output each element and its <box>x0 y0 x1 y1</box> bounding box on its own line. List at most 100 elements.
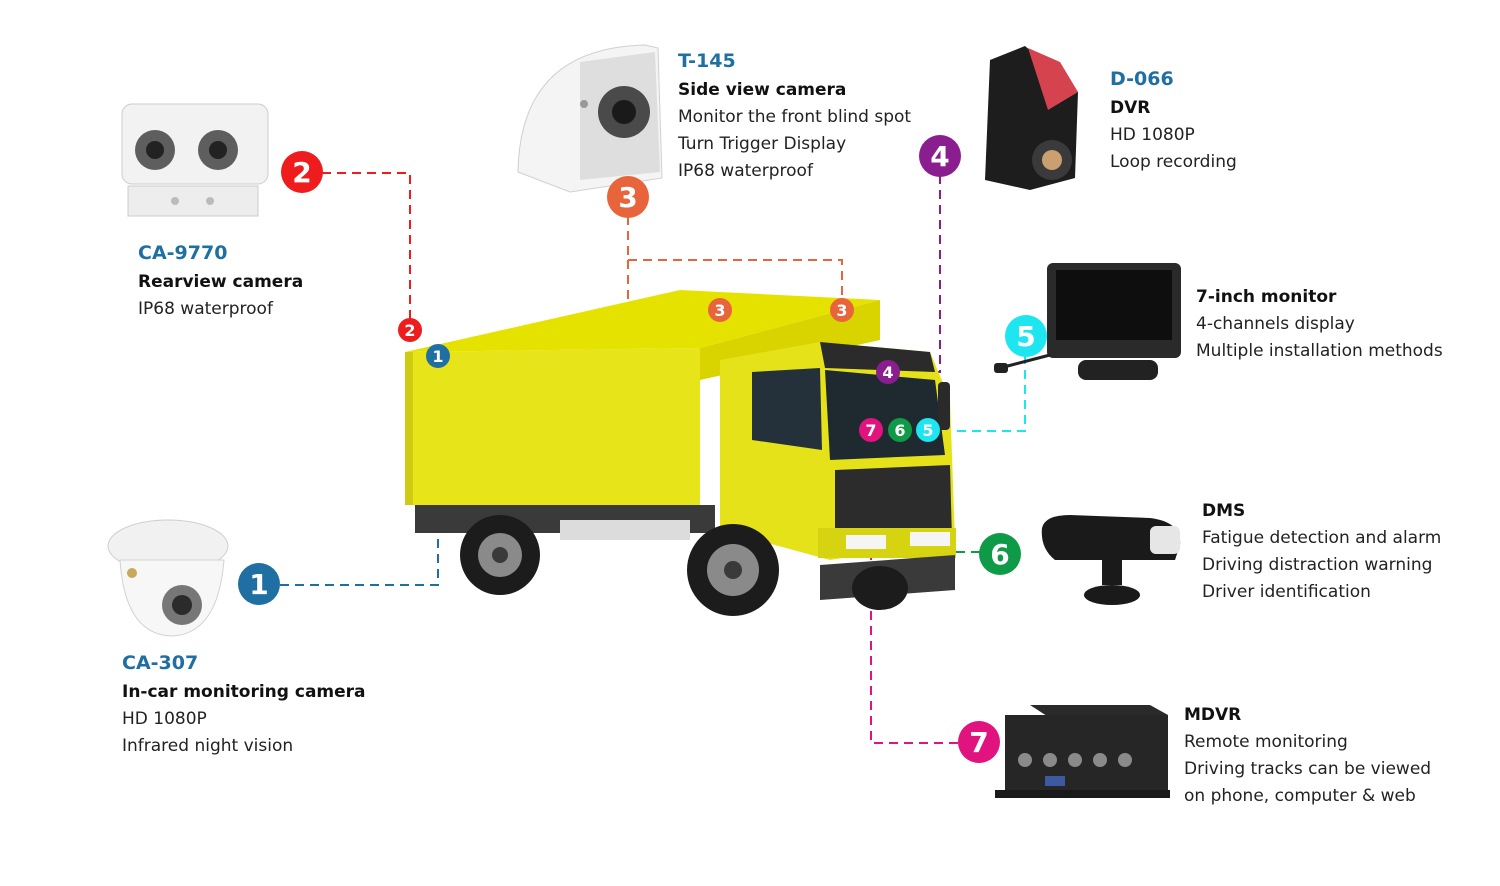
device-label-3: T-145 Side view camera Monitor the front… <box>678 48 911 185</box>
number-badge-7: 7 <box>859 418 883 442</box>
number-badge-6: 6 <box>888 418 912 442</box>
number-badge-3: 3 <box>708 298 732 322</box>
number-badge-7: 7 <box>958 721 1000 763</box>
badge-number: 4 <box>882 363 893 382</box>
feature-line: Fatigue detection and alarm <box>1202 528 1442 548</box>
badge-circle <box>398 318 422 342</box>
feature-line: Remote monitoring <box>1184 732 1348 752</box>
feature-line: Driving distraction warning <box>1202 555 1433 575</box>
badge-circle <box>919 135 961 177</box>
badge-number: 2 <box>292 156 311 189</box>
badge-number: 6 <box>894 421 905 440</box>
windshield <box>825 370 945 460</box>
feature-line: HD 1080P <box>122 709 207 729</box>
badge-circle <box>888 418 912 442</box>
wheel-front <box>687 524 779 616</box>
number-badge-3: 3 <box>607 176 649 218</box>
feature-line: Multiple installation methods <box>1196 341 1443 361</box>
badge-circle <box>607 176 649 218</box>
monitor-icon <box>994 263 1181 380</box>
badge-circle <box>281 151 323 193</box>
badge-number: 4 <box>930 140 949 173</box>
device-title: Side view camera <box>678 80 847 100</box>
number-badge-4: 4 <box>876 360 900 384</box>
wheel-front-right <box>852 566 908 610</box>
feature-line: Loop recording <box>1110 152 1237 172</box>
feature-line: Turn Trigger Display <box>678 134 847 154</box>
side-window <box>752 368 822 450</box>
device-label-1: CA-307 In-car monitoring camera HD 1080P… <box>122 650 366 760</box>
model-code: CA-9770 <box>138 242 228 264</box>
dome-camera-icon <box>107 519 229 637</box>
number-badge-6: 6 <box>979 533 1021 575</box>
badge-circle <box>916 418 940 442</box>
wheel-rear <box>460 515 540 595</box>
number-badge-2: 2 <box>398 318 422 342</box>
mdvr-box-icon <box>995 705 1170 798</box>
device-label-7: MDVR Remote monitoring Driving tracks ca… <box>1184 702 1431 810</box>
badge-circle <box>426 344 450 368</box>
feature-line: IP68 waterproof <box>138 299 273 319</box>
badge-circle <box>876 360 900 384</box>
device-title: DVR <box>1110 98 1151 118</box>
feature-line: Driving tracks can be viewed <box>1184 759 1432 779</box>
side-camera-icon <box>517 44 663 193</box>
cargo-box-top <box>405 290 880 352</box>
badge-number: 1 <box>432 347 443 366</box>
connector-2 <box>322 172 411 330</box>
badge-number: 5 <box>1016 320 1035 353</box>
badge-number: 3 <box>836 301 847 320</box>
model-code: D-066 <box>1110 68 1174 90</box>
device-label-5: 7-inch monitor 4-channels display Multip… <box>1196 284 1443 365</box>
feature-line: Driver identification <box>1202 582 1371 602</box>
dms-camera-icon <box>1041 515 1181 605</box>
badge-number: 6 <box>990 538 1009 571</box>
badge-number: 5 <box>922 421 933 440</box>
grille <box>835 465 952 548</box>
badge-circle <box>238 563 280 605</box>
number-badge-4: 4 <box>919 135 961 177</box>
number-badge-3: 3 <box>830 298 854 322</box>
badge-number: 3 <box>714 301 725 320</box>
device-title: MDVR <box>1184 705 1242 725</box>
number-badge-2: 2 <box>281 151 323 193</box>
feature-line: HD 1080P <box>1110 125 1195 145</box>
connector-5 <box>928 355 1026 432</box>
badge-circle <box>1005 315 1047 357</box>
number-badge-1: 1 <box>426 344 450 368</box>
dual-rear-camera-icon <box>121 103 269 217</box>
dashcam-icon <box>985 46 1078 190</box>
device-title: DMS <box>1202 501 1246 521</box>
number-badge-5: 5 <box>1005 315 1047 357</box>
badge-number: 7 <box>865 421 876 440</box>
badge-number: 3 <box>618 181 637 214</box>
number-badge-5: 5 <box>916 418 940 442</box>
feature-line: 4-channels display <box>1196 314 1355 334</box>
connector-4 <box>888 175 941 373</box>
truck-illustration <box>405 290 956 616</box>
feature-line: Infrared night vision <box>122 736 294 756</box>
device-title: Rearview camera <box>138 272 304 292</box>
badge-circle <box>830 298 854 322</box>
feature-line: on phone, computer & web <box>1184 786 1416 806</box>
device-label-4: D-066 DVR HD 1080P Loop recording <box>1110 66 1237 176</box>
badge-circle <box>708 298 732 322</box>
badge-number: 7 <box>969 726 988 759</box>
connector-1 <box>280 356 439 586</box>
device-label-2: CA-9770 Rearview camera IP68 waterproof <box>138 240 303 323</box>
device-title: 7-inch monitor <box>1196 287 1337 307</box>
badge-circle <box>859 418 883 442</box>
badge-number: 2 <box>404 321 415 340</box>
badge-circle <box>958 721 1000 763</box>
model-code: T-145 <box>678 50 736 72</box>
feature-line: IP68 waterproof <box>678 161 813 181</box>
badge-number: 1 <box>249 568 268 601</box>
feature-line: Monitor the front blind spot <box>678 107 912 127</box>
number-badge-1: 1 <box>238 563 280 605</box>
model-code: CA-307 <box>122 652 199 674</box>
badge-circle <box>979 533 1021 575</box>
cargo-box-side <box>405 348 700 505</box>
device-label-6: DMS Fatigue detection and alarm Driving … <box>1202 498 1441 606</box>
device-title: In-car monitoring camera <box>122 682 366 702</box>
